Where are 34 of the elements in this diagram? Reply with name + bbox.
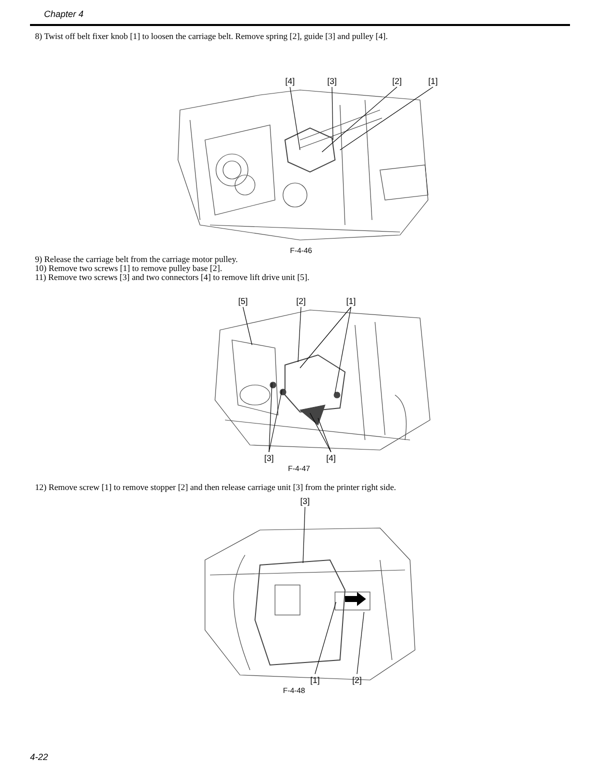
callout-number: [3] bbox=[262, 453, 276, 463]
step-text: 12) Remove screw [1] to remove stopper [2] and then release carriage unit [3] from the printer right side. bbox=[35, 482, 396, 493]
step-text: 9) Release the carriage belt from the carriage motor pulley. bbox=[35, 254, 238, 265]
callout-number: [5] bbox=[236, 296, 250, 306]
leader-line bbox=[318, 418, 332, 452]
callout-number: [3] bbox=[325, 76, 339, 86]
leader-line bbox=[268, 390, 282, 452]
leader-line bbox=[242, 306, 252, 346]
leader-line bbox=[302, 506, 306, 564]
leader-line bbox=[300, 306, 352, 368]
callout-number: [2] bbox=[350, 675, 364, 685]
leader-line bbox=[298, 306, 302, 362]
callout-number: [1] bbox=[426, 76, 440, 86]
leader-line bbox=[334, 306, 352, 394]
step-text: 10) Remove two screws [1] to remove pulley base [2]. bbox=[35, 263, 222, 274]
callout-number: [3] bbox=[298, 496, 312, 506]
callout-number: [1] bbox=[308, 675, 322, 685]
callout-number: [4] bbox=[324, 453, 338, 463]
step-text: 11) Remove two screws [3] and two connectors [4] to remove lift drive unit [5]. bbox=[35, 272, 310, 283]
callout-number: [4] bbox=[283, 76, 297, 86]
leader-line bbox=[340, 86, 434, 150]
leader-line bbox=[322, 86, 398, 152]
callout-number: [2] bbox=[390, 76, 404, 86]
step-text: 8) Twist off belt fixer knob [1] to loosen the carriage belt. Remove spring [2], guide [3] and pulley [4]. bbox=[35, 31, 388, 42]
leader-line bbox=[268, 382, 272, 452]
callout-number: [1] bbox=[344, 296, 358, 306]
chapter-heading: Chapter 4 bbox=[44, 9, 84, 20]
leader-line bbox=[356, 612, 364, 674]
page-number: 4-22 bbox=[30, 752, 48, 763]
callout-number: [2] bbox=[294, 296, 308, 306]
leader-line bbox=[332, 86, 334, 140]
leader-line bbox=[310, 412, 332, 452]
leader-line bbox=[314, 602, 336, 674]
leader-line bbox=[290, 86, 300, 150]
